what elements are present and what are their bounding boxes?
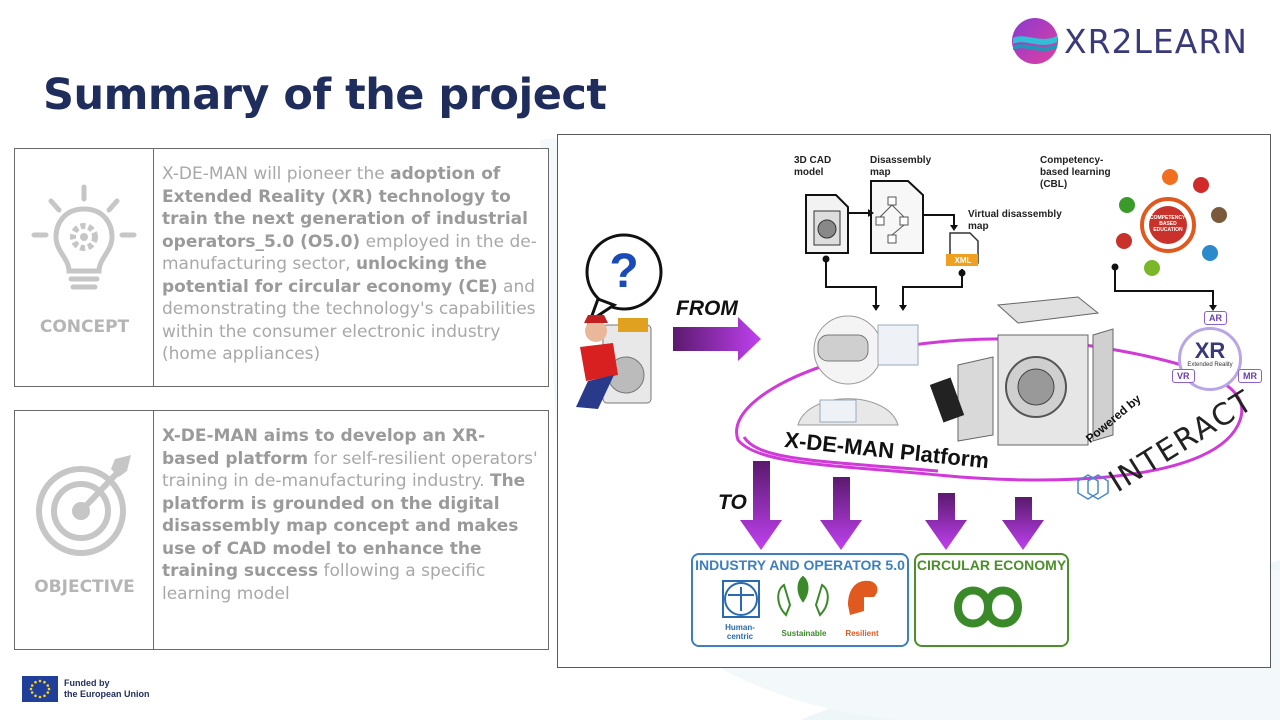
- cbl-label: Competency-based learning (CBL): [1040, 155, 1111, 190]
- xr-vr-tag: VR: [1172, 369, 1195, 383]
- objective-description: X-DE-MAN aims to develop an XR-based pla…: [154, 411, 548, 649]
- concept-panel: CONCEPT X-DE-MAN will pioneer the adopti…: [14, 148, 549, 387]
- cad-document-icon: [805, 194, 849, 254]
- to-arrows: [740, 461, 1044, 550]
- project-diagram: ?: [557, 134, 1271, 668]
- xr2learn-logo-icon: [1012, 18, 1058, 64]
- vr-user-figure: [797, 315, 919, 426]
- objective-label: OBJECTIVE: [34, 577, 135, 597]
- eu-flag-icon: [22, 676, 58, 702]
- operator-figure: [576, 315, 652, 409]
- objective-text-part: X-DE-MAN aims to develop an XR-based pla…: [162, 426, 486, 469]
- svg-text:?: ?: [609, 245, 638, 298]
- diagram-graphics: ?: [576, 169, 1244, 628]
- resilient-label: Resilient: [845, 629, 879, 638]
- eu-funding-line2: the European Union: [64, 689, 150, 699]
- interact-logo-icon: [1077, 474, 1109, 500]
- from-arrow: [673, 317, 761, 361]
- concept-description: X-DE-MAN will pioneer the adoption of Ex…: [154, 149, 548, 386]
- xr-badge-subtitle: Extended Reality: [1187, 362, 1233, 368]
- concept-text-part: unlocking the potential for circular eco…: [162, 254, 498, 297]
- resilient-icon: [848, 580, 878, 615]
- to-label: TO: [718, 491, 747, 514]
- concept-text-part: X-DE-MAN will pioneer the: [162, 164, 391, 184]
- lightbulb-gear-icon: [31, 184, 137, 290]
- xml-label: XML: [954, 256, 972, 265]
- objective-panel: OBJECTIVE X-DE-MAN aims to develop an XR…: [14, 410, 549, 650]
- xr2learn-logo-text: XR2LEARN: [1064, 21, 1248, 61]
- human-centric-label: Human-centric: [725, 623, 755, 641]
- question-bubble-icon: ?: [585, 233, 663, 325]
- objective-text-part: for self-resilient operators' training i…: [162, 448, 538, 492]
- circular-economy-icon: [953, 586, 1023, 628]
- human-centric-icon: [722, 580, 760, 618]
- industry-operator-box: INDUSTRY AND OPERATOR 5.0: [691, 553, 909, 647]
- washing-machine-exploded-view: [929, 296, 1114, 446]
- virtual-disassembly-map-label: Virtual disassembly map: [968, 209, 1062, 232]
- cbe-center-label: COMPETENCY-BASED EDUCATION: [1150, 215, 1187, 233]
- from-label: FROM: [676, 297, 738, 320]
- objective-text-part: following a specific learning model: [162, 561, 486, 604]
- sustainable-icon: [777, 575, 829, 617]
- competency-based-education-wheel: [1116, 169, 1227, 276]
- objective-text-part: The platform is grounded on the digital …: [162, 471, 526, 581]
- xr-ar-tag: AR: [1204, 311, 1227, 325]
- industry-operator-title: INDUSTRY AND OPERATOR 5.0: [695, 557, 905, 573]
- objective-icon-column: OBJECTIVE: [15, 411, 154, 649]
- eu-funding-text: Funded by the European Union: [64, 678, 150, 700]
- concept-text-part: employed in the de-manufacturing sector,: [162, 231, 537, 275]
- target-arrow-icon: [36, 455, 131, 556]
- cad-model-label: 3D CAD model: [794, 155, 832, 178]
- eu-funding-line1: Funded by: [64, 678, 110, 688]
- concept-text-part: adoption of Extended Reality (XR) techno…: [162, 164, 528, 252]
- xr-badge-title: XR: [1194, 338, 1226, 363]
- page-title: Summary of the project: [43, 70, 607, 120]
- circular-economy-box: CIRCULAR ECONOMY: [914, 553, 1069, 647]
- xml-file-icon: [946, 232, 979, 266]
- concept-text-part: and demonstrating the technology's capab…: [162, 276, 536, 365]
- disassembly-map-label: Disassembly map: [870, 155, 932, 178]
- concept-icon-column: CONCEPT: [15, 149, 154, 386]
- circular-economy-title: CIRCULAR ECONOMY: [916, 557, 1067, 573]
- sustainable-label: Sustainable: [781, 629, 827, 638]
- concept-label: CONCEPT: [39, 317, 130, 337]
- xr-mr-tag: MR: [1238, 369, 1262, 383]
- xr2learn-logo: XR2LEARN: [1010, 16, 1260, 66]
- eu-funding-footer: Funded by the European Union: [22, 676, 150, 702]
- disassembly-map-icon: [870, 180, 924, 254]
